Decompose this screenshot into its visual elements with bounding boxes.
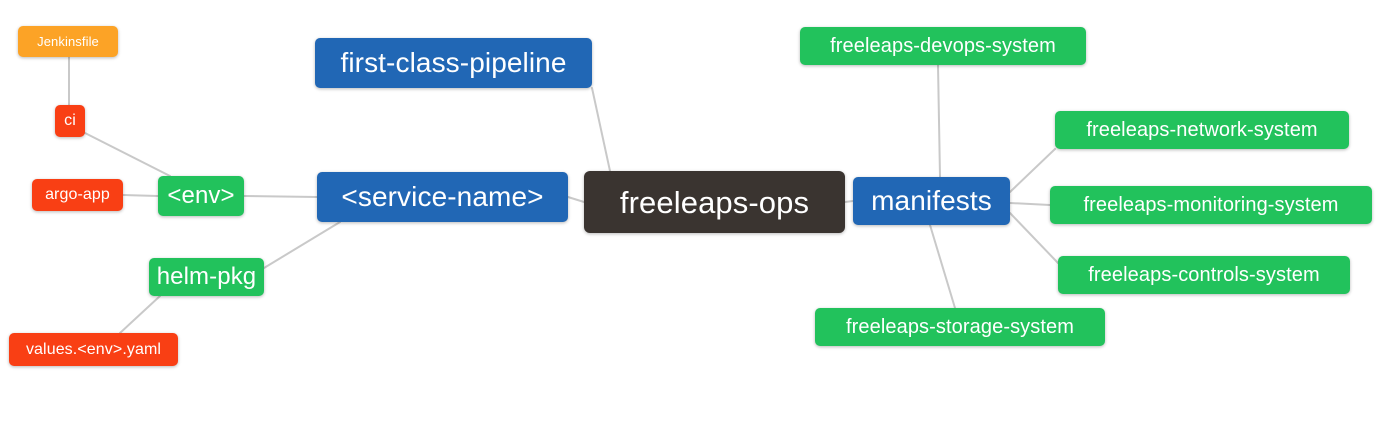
- node-first-class-pipeline[interactable]: first-class-pipeline: [315, 38, 592, 88]
- node-manifests[interactable]: manifests: [853, 177, 1010, 225]
- node-label: ci: [64, 112, 76, 129]
- edge-manifests-to-freeleaps-devops-system: [937, 64, 941, 178]
- edge-env-to-argo-app: [122, 194, 159, 197]
- edge-manifests-to-freeleaps-monitoring-system: [1009, 202, 1051, 206]
- node-ci[interactable]: ci: [55, 105, 85, 137]
- node-label: helm-pkg: [156, 263, 257, 290]
- node-label: values.<env>.yaml: [25, 340, 162, 358]
- edge-manifests-to-freeleaps-network-system: [1009, 148, 1056, 193]
- node-label: freeleaps-controls-system: [1088, 264, 1320, 286]
- node-label: Jenkinsfile: [37, 34, 99, 49]
- node-freeleaps-network-system[interactable]: freeleaps-network-system: [1055, 111, 1349, 149]
- node-freeleaps-monitoring-system[interactable]: freeleaps-monitoring-system: [1050, 186, 1372, 224]
- edge-env-to-ci: [84, 132, 171, 177]
- node-freeleaps-storage-system[interactable]: freeleaps-storage-system: [815, 308, 1105, 346]
- edge-freeleaps-ops-to-service-name: [567, 196, 585, 203]
- edge-manifests-to-freeleaps-storage-system: [929, 224, 956, 309]
- edge-helm-pkg-to-values-env-yaml: [119, 295, 161, 334]
- node-freeleaps-controls-system[interactable]: freeleaps-controls-system: [1058, 256, 1350, 294]
- node-label: first-class-pipeline: [340, 47, 567, 78]
- edge-service-name-to-env: [243, 195, 318, 198]
- edge-freeleaps-ops-to-manifests: [844, 200, 854, 203]
- node-env[interactable]: <env>: [158, 176, 244, 216]
- node-label: freeleaps-monitoring-system: [1083, 194, 1339, 216]
- node-freeleaps-ops[interactable]: freeleaps-ops: [584, 171, 845, 233]
- node-values-env-yaml[interactable]: values.<env>.yaml: [9, 333, 178, 366]
- node-label: freeleaps-devops-system: [830, 35, 1056, 57]
- node-service-name[interactable]: <service-name>: [317, 172, 568, 222]
- edge-freeleaps-ops-to-first-class-pipeline: [591, 87, 611, 172]
- node-label: freeleaps-ops: [619, 184, 810, 220]
- node-label: manifests: [871, 185, 992, 216]
- node-argo-app[interactable]: argo-app: [32, 179, 123, 211]
- node-label: freeleaps-network-system: [1086, 119, 1318, 141]
- node-freeleaps-devops-system[interactable]: freeleaps-devops-system: [800, 27, 1086, 65]
- node-jenkinsfile[interactable]: Jenkinsfile: [18, 26, 118, 57]
- node-label: freeleaps-storage-system: [845, 316, 1075, 338]
- edge-service-name-to-helm-pkg: [263, 221, 341, 269]
- node-label: <service-name>: [341, 181, 544, 212]
- node-helm-pkg[interactable]: helm-pkg: [149, 258, 264, 296]
- node-label: <env>: [167, 182, 235, 209]
- node-label: argo-app: [45, 186, 110, 203]
